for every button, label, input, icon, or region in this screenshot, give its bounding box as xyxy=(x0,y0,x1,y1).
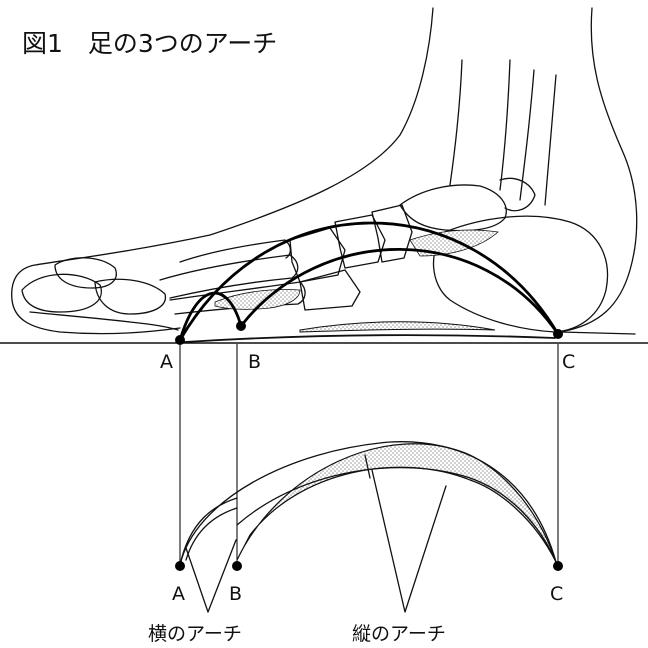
label-c-top: C xyxy=(562,351,575,373)
fibula xyxy=(520,70,556,205)
arch-schematic xyxy=(180,442,556,565)
caption-transverse-arch: 横のアーチ xyxy=(148,623,242,645)
toe-4 xyxy=(30,312,178,330)
point-a-bottom xyxy=(175,561,185,571)
talus xyxy=(400,185,506,231)
label-a-top: A xyxy=(160,351,173,373)
tibia xyxy=(450,60,510,190)
point-b-bottom xyxy=(232,561,242,571)
label-a-bottom: A xyxy=(172,583,185,605)
pointer-longitudinal xyxy=(372,470,446,612)
longitudinal-band xyxy=(237,444,556,562)
point-a-top xyxy=(175,335,185,345)
plantar-line xyxy=(185,335,555,342)
inner-arc xyxy=(237,468,556,562)
point-b-top xyxy=(236,321,246,331)
foot-illustration xyxy=(12,8,637,342)
label-c-bottom: C xyxy=(550,583,563,605)
figure-title: 図1 足の3つのアーチ xyxy=(22,29,277,58)
point-c-top xyxy=(553,329,563,339)
label-b-bottom: B xyxy=(229,583,242,605)
toe-3 xyxy=(95,279,165,314)
point-c-bottom xyxy=(553,561,563,571)
caption-pointers xyxy=(186,470,446,612)
caption-longitudinal-arch: 縦のアーチ xyxy=(352,623,446,645)
calf-outline xyxy=(560,8,637,334)
toe-2 xyxy=(55,258,116,288)
metatarsal-3 xyxy=(180,240,290,262)
arch-shading-plantar xyxy=(300,322,495,332)
label-b-top: B xyxy=(248,351,261,373)
